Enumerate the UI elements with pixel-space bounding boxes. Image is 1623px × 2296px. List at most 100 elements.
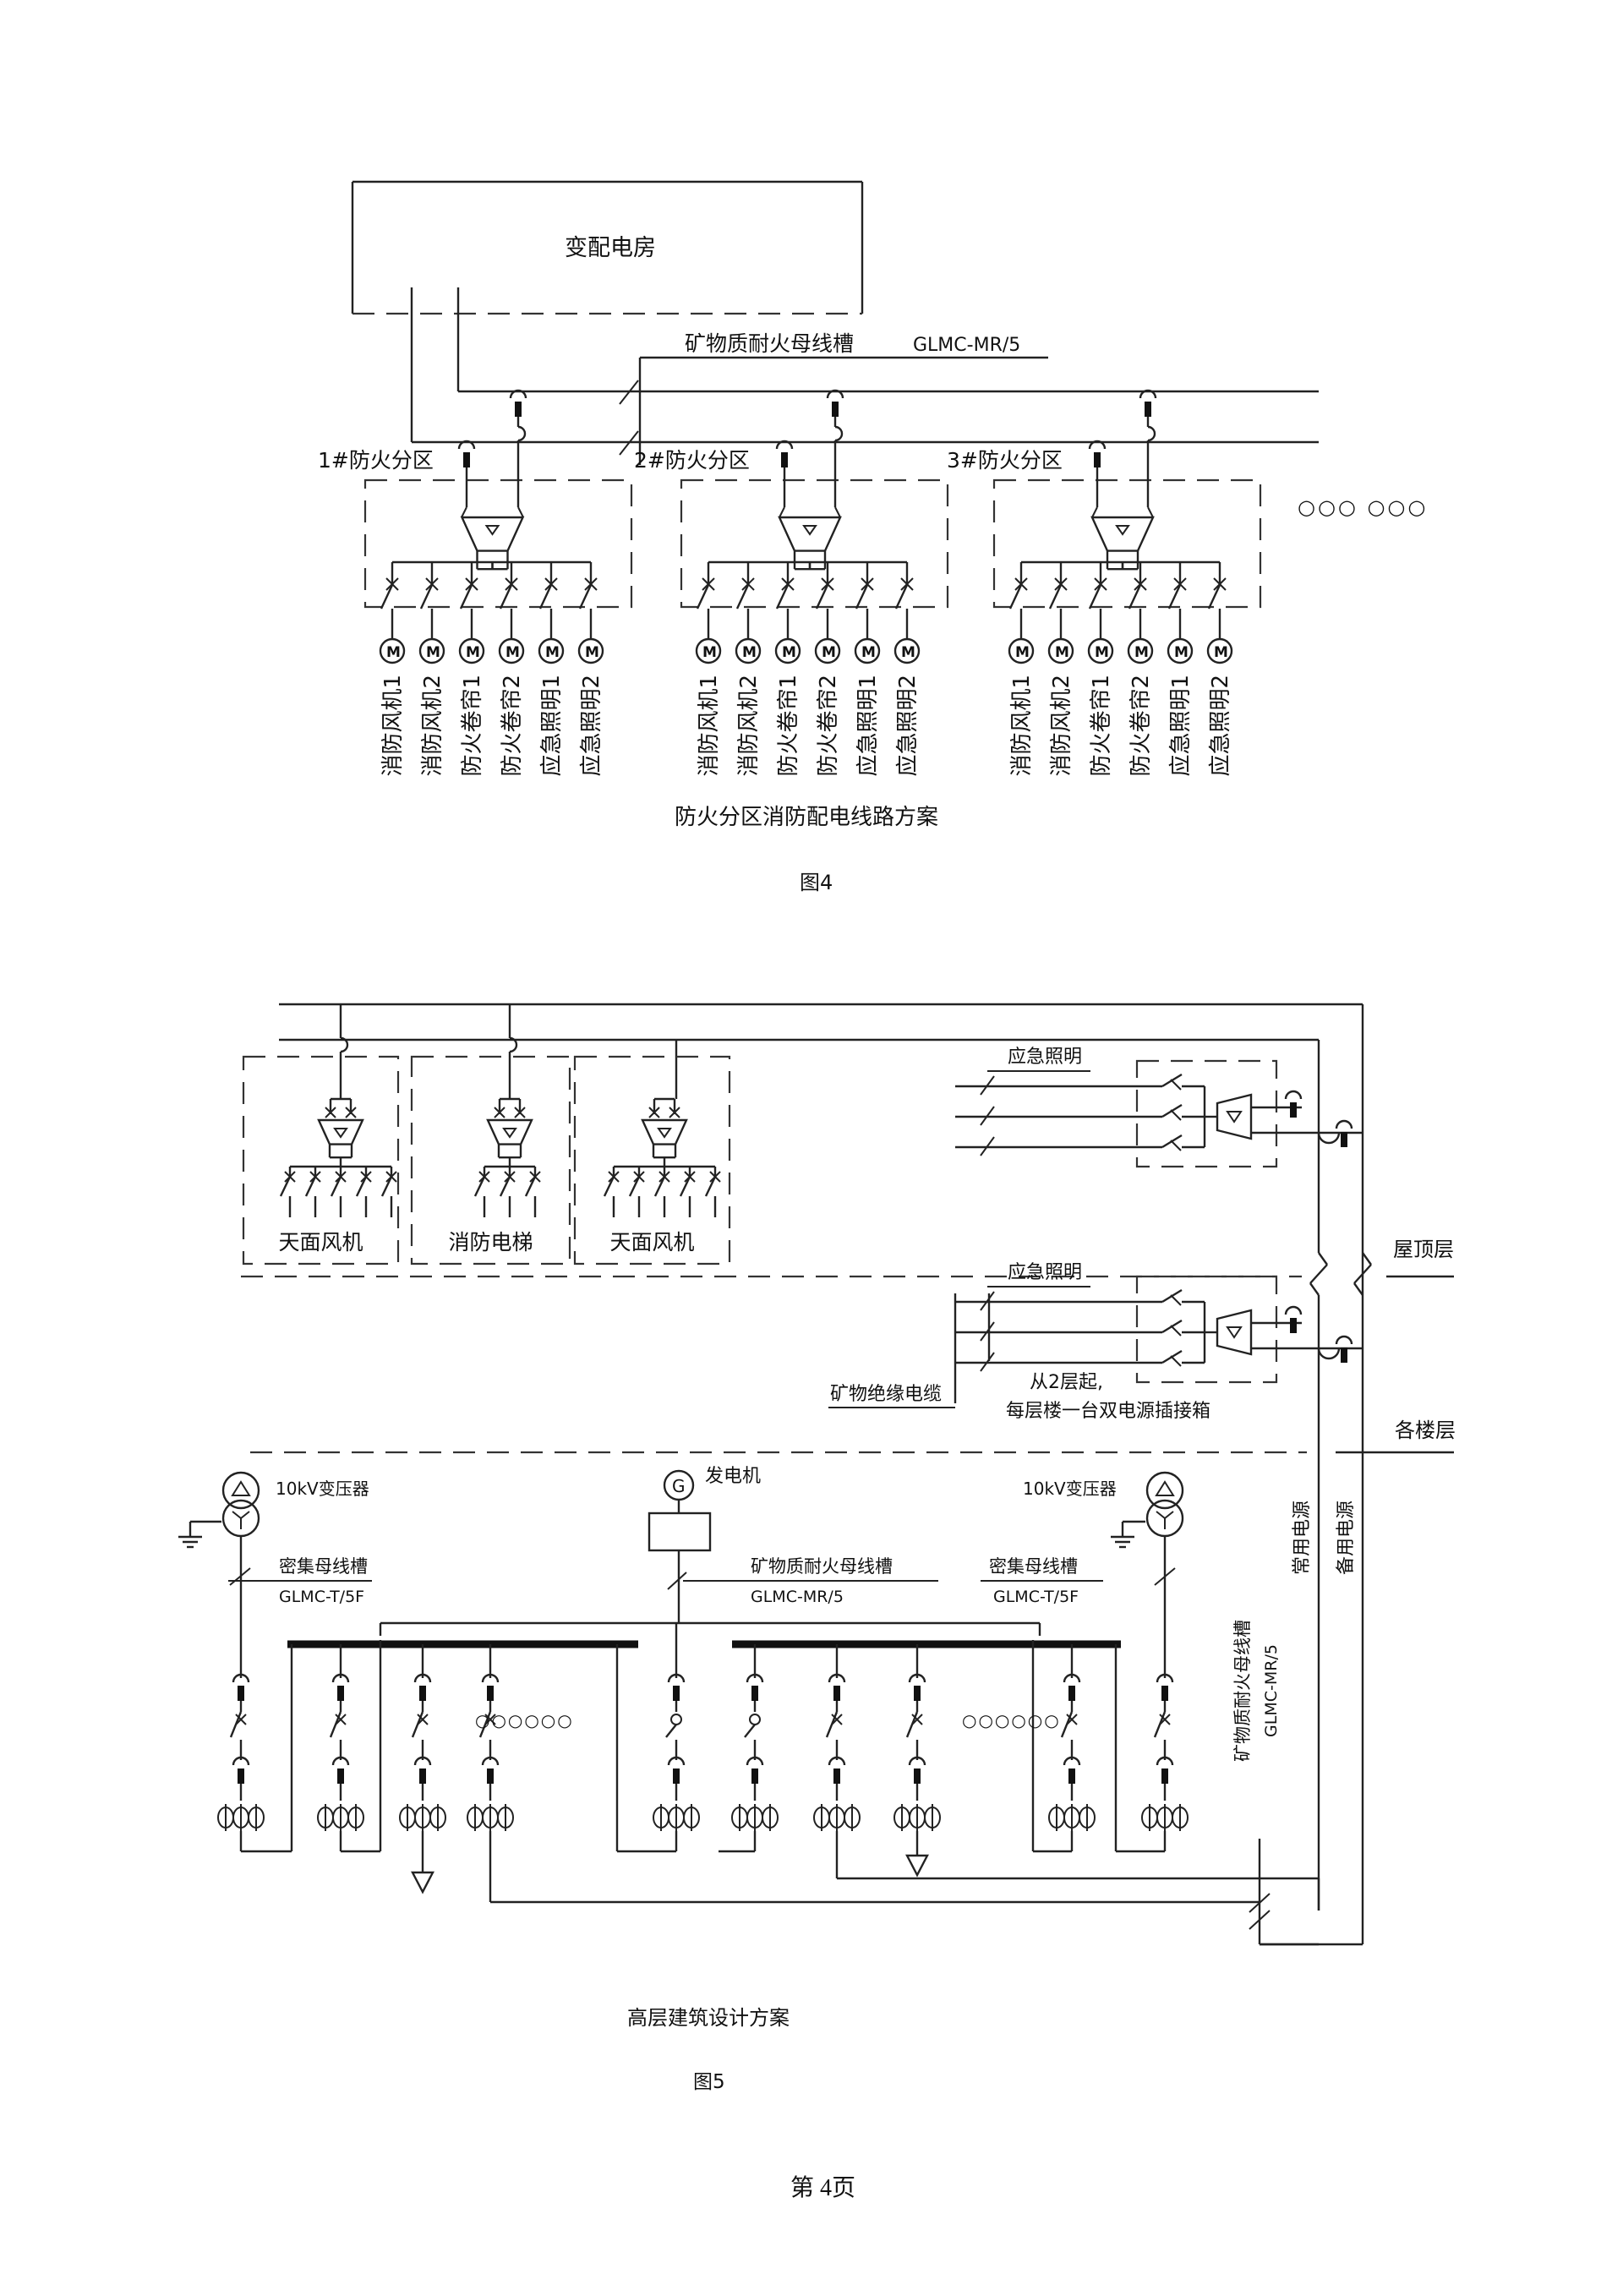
load-label: 防火卷帘2 [816, 675, 841, 777]
feeder-7 [813, 1644, 861, 1845]
load-label: 防火卷帘1 [460, 675, 485, 777]
motor-icon [1047, 637, 1074, 664]
motor-icon [854, 637, 881, 664]
motor-symbol: M [822, 644, 836, 661]
motor-icon [498, 637, 525, 664]
feeder-3 [399, 1644, 446, 1845]
motor-icon [577, 637, 604, 664]
transformer-right-label: 10kV变压器 [1023, 1479, 1117, 1499]
emergency-box-1: 应急照明 [955, 1047, 1363, 1168]
zone-label-1: 1#防火分区 [318, 448, 434, 473]
emergency-lighting-label: 应急照明 [1008, 1047, 1082, 1068]
motor-symbol: M [1174, 644, 1189, 661]
emergency-box-2: 应急照明 [955, 1262, 1363, 1384]
motor-icon [458, 637, 485, 664]
feeder-ellipsis: ○○○○○○ [962, 1710, 1061, 1730]
motor-symbol: M [1214, 644, 1228, 661]
page-number: 第 4页 [790, 2174, 855, 2201]
transformer-left-icon [178, 1471, 260, 1598]
load-label: 防火卷帘1 [1089, 675, 1114, 777]
zone-label-3: 3#防火分区 [947, 448, 1063, 473]
feeder-4 [467, 1644, 514, 1845]
motor-icon [1206, 637, 1233, 664]
motor-icon [538, 637, 565, 664]
motor-symbol: M [426, 644, 440, 661]
roof-box-1: 天面风机 [242, 1055, 400, 1266]
substation-box: 变配电房 [351, 180, 864, 315]
emergency-lighting-label: 应急照明 [1008, 1262, 1082, 1283]
motor-icon [1087, 637, 1114, 664]
sources: G [178, 1469, 1184, 1648]
motor-icon [735, 637, 762, 664]
load-label: 消防风机2 [736, 675, 762, 777]
feeder-ellipsis-left: ○○○○○○ [475, 1710, 574, 1730]
motor-symbol: M [1055, 644, 1069, 661]
feeder-6 [731, 1644, 779, 1845]
motor-symbol: M [782, 644, 796, 661]
fig4-caption: 图4 [800, 871, 833, 894]
motor-symbol: M [505, 644, 520, 661]
load-label: 应急照明1 [539, 675, 565, 777]
roof-floor-label: 屋顶层 [1393, 1238, 1454, 1261]
load-label: 应急照明2 [579, 675, 604, 777]
substation-label: 变配电房 [565, 235, 656, 261]
load-label: 消防风机1 [1009, 675, 1035, 777]
generator-symbol: G [672, 1476, 686, 1496]
dense-model-right-label: GLMC-T/5F [993, 1588, 1079, 1606]
load-label: 应急照明2 [1208, 675, 1233, 777]
figure-5: 天面风机消防电梯天面风机 屋顶层 各楼层 应急照明应急照明 矿物绝缘电缆 从2层… [178, 1003, 1456, 2093]
generator-icon: G [648, 1469, 712, 1623]
motor-icon [379, 637, 406, 664]
load-label: 消防风机2 [420, 675, 445, 777]
motor-symbol: M [585, 644, 599, 661]
motor-icon [1127, 637, 1154, 664]
transformer-left-label: 10kV变压器 [276, 1479, 369, 1499]
load-label: 防火卷帘1 [776, 675, 801, 777]
note-line-2: 每层楼一台双电源插接箱 [1006, 1401, 1210, 1422]
load-label: 应急照明1 [1168, 675, 1194, 777]
roof-box-label: 消防电梯 [448, 1230, 533, 1255]
motor-icon [695, 637, 722, 664]
motor-symbol: M [1095, 644, 1109, 661]
figure-4: 变配电房 矿物质耐火母线槽 GLMC-MR/5 1#防火分区 M 消防风机1 M 消防风… [318, 180, 1428, 894]
fire-zone-2: 2#防火分区M消防风机1M消防风机2M防火卷帘1M防火卷帘2M应急照明1M应急照… [634, 389, 949, 777]
load-label: 消防风机1 [380, 675, 406, 777]
fire-zone-3: 3#防火分区M消防风机1M消防风机2M防火卷帘1M防火卷帘2M应急照明1M应急照… [947, 389, 1262, 777]
zone-label-2: 2#防火分区 [634, 448, 750, 473]
generator-label: 发电机 [705, 1466, 761, 1487]
roof-box-label: 天面风机 [278, 1230, 363, 1255]
normal-power-label: 常用电源 [1292, 1501, 1313, 1575]
mr-busway-label: 矿物质耐火母线槽 [751, 1556, 893, 1577]
mineral-cable-label: 矿物绝缘电缆 [830, 1384, 942, 1405]
motor-symbol: M [545, 644, 560, 661]
motor-icon [1167, 637, 1194, 664]
fig5-diagram-title: 高层建筑设计方案 [627, 2006, 790, 2030]
fig4-busways: 矿物质耐火母线槽 GLMC-MR/5 [410, 287, 1319, 465]
more-zones-ellipsis: ○○○ ○○○ [1298, 495, 1428, 519]
motor-symbol: M [742, 644, 757, 661]
vertical-busway-label: 矿物质耐火母线槽 [1232, 1620, 1253, 1762]
roof-distribution: 天面风机 消防电梯 天面风机 [242, 1055, 731, 1266]
transformer-right-icon [1111, 1471, 1184, 1598]
fig4-diagram-title: 防火分区消防配电线路方案 [675, 805, 938, 830]
motor-icon [893, 637, 921, 664]
ground-triangle-right [905, 1854, 929, 1878]
motor-symbol: M [1015, 644, 1030, 661]
dense-busway-right-label: 密集母线槽 [989, 1556, 1078, 1577]
motor-symbol: M [901, 644, 915, 661]
roof-box-label: 天面风机 [609, 1230, 694, 1255]
motor-symbol: M [466, 644, 480, 661]
fire-zone-1: 1#防火分区M消防风机1M消防风机2M防火卷帘1M防火卷帘2M应急照明1M应急照… [318, 389, 633, 777]
load-label: 应急照明2 [895, 675, 921, 777]
motor-icon [774, 637, 801, 664]
ground-triangle-left [411, 1871, 434, 1894]
feeder-2 [317, 1644, 364, 1845]
power-sources: G [178, 1469, 1320, 1946]
motor-icon [814, 637, 841, 664]
load-label: 消防风机1 [697, 675, 722, 777]
vertical-model-label: GLMC-MR/5 [1262, 1644, 1281, 1737]
motor-icon [418, 637, 445, 664]
